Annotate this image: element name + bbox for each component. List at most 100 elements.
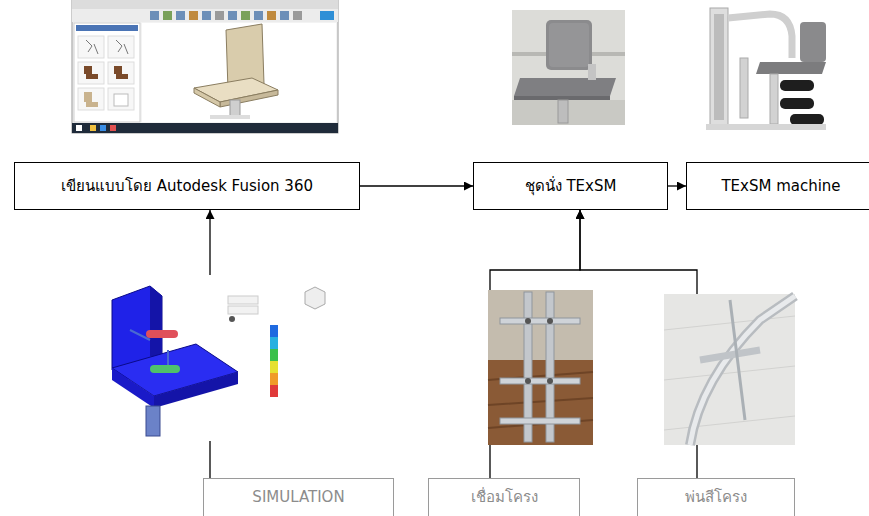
box-label: TExSM machine: [721, 177, 840, 195]
flow-arrow: [360, 185, 473, 186]
software-screenshot: [114, 66, 122, 74]
machine-picture: [756, 62, 826, 74]
box-label: เชื่อมโครง: [471, 485, 538, 509]
simulation-picture: [100, 275, 332, 441]
simulation-picture: [270, 325, 278, 337]
software-screenshot: [78, 36, 104, 58]
welding-photo: [525, 378, 531, 384]
machine-picture: [706, 124, 826, 130]
welding-photo: [488, 290, 593, 445]
welding-photo: [488, 290, 593, 445]
simulation-picture: [154, 372, 238, 408]
simulation-picture: [270, 373, 278, 385]
step-label-box: พ่นสีโครง: [637, 478, 795, 516]
box-label: ชุดนั่ง TExSM: [525, 174, 617, 198]
software-screenshot: [320, 11, 334, 20]
welding-photo: [500, 378, 580, 384]
seat-photo: [549, 23, 589, 67]
seat-photo: [512, 10, 625, 125]
software-screenshot: [108, 62, 134, 84]
box-label: SIMULATION: [252, 488, 344, 506]
software-screenshot: [72, 0, 338, 9]
machine-picture: [702, 0, 835, 133]
software-screenshot: [114, 94, 128, 106]
software-screenshot: [254, 11, 263, 20]
painting-photo: [664, 316, 795, 430]
painting-photo: [664, 294, 795, 445]
software-screenshot: [78, 62, 104, 84]
software-screenshot: [86, 74, 98, 79]
machine-picture: [740, 58, 748, 118]
software-screenshot: [230, 100, 240, 116]
simulation-picture: [270, 337, 278, 349]
welding-photo: [488, 360, 593, 445]
flow-arrow: [668, 185, 686, 186]
seat-photo: [512, 100, 625, 125]
software-screenshot: [90, 125, 96, 131]
software-screenshot: [194, 88, 220, 107]
machine-picture: [702, 0, 835, 133]
software-screenshot: [215, 11, 224, 20]
simulation-picture: [150, 365, 180, 373]
software-screenshot: [241, 11, 250, 20]
simulation-picture: [270, 385, 278, 397]
software-screenshot: [176, 11, 185, 20]
process-box: TExSM machine: [686, 162, 869, 210]
software-screenshot: [78, 88, 104, 110]
welding-photo: [500, 418, 580, 424]
simulation-picture: [305, 287, 325, 309]
simulation-picture: [167, 350, 169, 366]
simulation-picture: [228, 296, 258, 304]
welding-photo: [525, 318, 531, 324]
software-screenshot: [116, 40, 128, 54]
machine-picture: [780, 80, 814, 91]
software-screenshot: [86, 40, 98, 54]
painting-photo: [664, 294, 795, 445]
machine-picture: [800, 22, 826, 62]
seat-photo: [514, 96, 610, 100]
simulation-picture: [146, 330, 178, 338]
software-screenshot: [210, 115, 250, 119]
seat-photo: [514, 78, 616, 96]
machine-picture: [770, 74, 778, 124]
software-screenshot: [163, 11, 172, 20]
seat-photo: [588, 64, 596, 80]
software-screenshot: [202, 11, 211, 20]
machine-picture: [710, 8, 728, 126]
software-screenshot: [72, 123, 338, 133]
software-screenshot: [280, 11, 289, 20]
software-screenshot: [76, 25, 138, 31]
software-screenshot: [72, 0, 338, 133]
painting-photo: [730, 300, 745, 420]
welding-photo: [500, 318, 580, 324]
software-screenshot: [116, 74, 128, 79]
simulation-picture: [270, 349, 278, 361]
process-box: ชุดนั่ง TExSM: [473, 162, 668, 210]
software-screenshot: [108, 36, 134, 58]
simulation-picture: [100, 275, 332, 441]
software-screenshot: [84, 66, 92, 74]
software-screenshot: [150, 11, 159, 20]
painting-photo: [700, 350, 760, 360]
software-screenshot: [108, 88, 134, 110]
simulation-picture: [146, 406, 160, 436]
step-label-box: SIMULATION: [203, 478, 394, 516]
simulation-picture: [112, 368, 154, 408]
software-screenshot: [220, 90, 278, 107]
software-screenshot: [142, 23, 336, 122]
software-screenshot: [100, 125, 106, 131]
painting-photo: [690, 296, 795, 445]
simulation-picture: [228, 306, 258, 314]
seat-photo: [546, 20, 592, 70]
box-label: เขียนแบบโดย Autodesk Fusion 360: [61, 174, 313, 198]
machine-picture: [790, 114, 824, 125]
software-screenshot: [267, 11, 276, 20]
machine-picture: [728, 14, 792, 58]
software-screenshot: [72, 0, 338, 133]
software-screenshot: [84, 92, 92, 102]
software-screenshot: [76, 125, 82, 131]
welding-photo: [547, 378, 553, 384]
software-screenshot: [110, 125, 116, 131]
